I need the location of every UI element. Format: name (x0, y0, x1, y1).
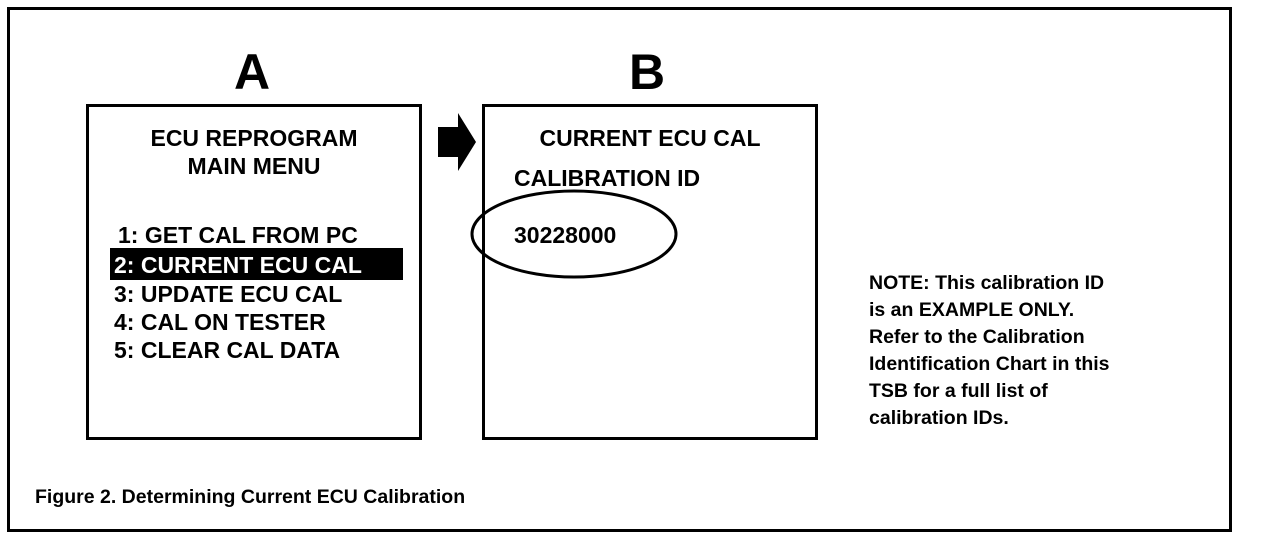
note-line-2: is an EXAMPLE ONLY. (869, 299, 1075, 321)
menu-selection-highlight (110, 248, 403, 280)
calibration-id-value: 30228000 (514, 222, 617, 248)
note-line-3: Refer to the Calibration (869, 326, 1085, 348)
panel-a-title-line2: MAIN MENU (187, 153, 321, 179)
menu-item-clear-cal-data: 5: CLEAR CAL DATA (114, 337, 341, 363)
calibration-id-label: CALIBRATION ID (514, 165, 701, 191)
panel-a-letter: A (234, 44, 271, 100)
figure-caption: Figure 2. Determining Current ECU Calibr… (35, 486, 466, 508)
menu-item-current-ecu-cal: 2: CURRENT ECU CAL (114, 252, 362, 278)
note-text: NOTE: This calibration ID is an EXAMPLE … (869, 270, 1110, 432)
note-line-6: calibration IDs. (869, 407, 1009, 429)
menu-item-cal-on-tester: 4: CAL ON TESTER (114, 309, 326, 335)
note-line-4: Identification Chart in this (869, 353, 1110, 375)
panel-b-letter: B (629, 44, 666, 100)
panel-b-title: CURRENT ECU CAL (539, 125, 761, 151)
panel-a-title-line1: ECU REPROGRAM (150, 125, 358, 151)
right-arrow-icon (438, 113, 476, 171)
figure-frame (7, 7, 1232, 532)
menu-item-update-ecu-cal: 3: UPDATE ECU CAL (114, 281, 343, 307)
panel-b-screen (482, 104, 818, 440)
note-line-5: TSB for a full list of (869, 380, 1048, 402)
note-line-1: NOTE: This calibration ID (869, 272, 1105, 294)
menu-item-get-cal: 1: GET CAL FROM PC (118, 222, 358, 248)
callout-ellipse (470, 189, 678, 279)
